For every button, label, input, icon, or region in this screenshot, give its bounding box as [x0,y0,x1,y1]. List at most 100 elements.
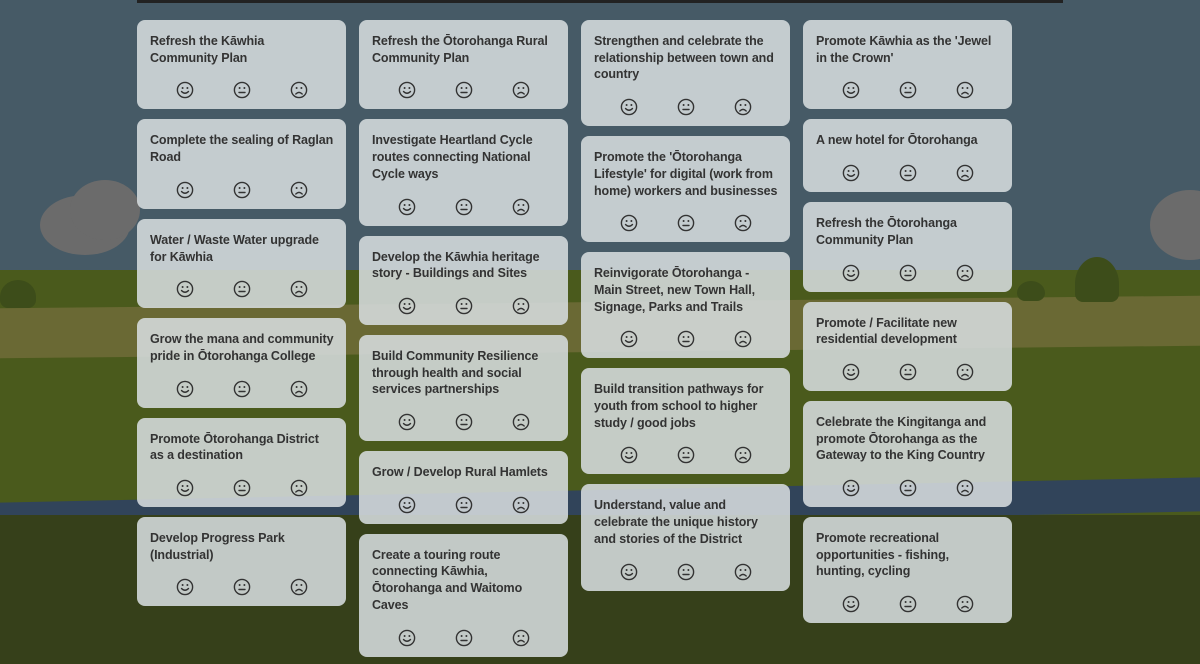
card-title: Promote / Facilitate new residential dev… [816,315,957,347]
smiley-sad-icon[interactable] [290,81,308,99]
smiley-neutral-icon[interactable] [233,81,251,99]
smiley-sad-icon[interactable] [956,264,974,282]
smiley-sad-icon[interactable] [290,578,308,596]
rating-buttons [372,481,556,514]
smiley-neutral-icon[interactable] [899,81,917,99]
card-title: Refresh the Ōtorohanga Rural Community P… [372,34,548,65]
smiley-sad-icon[interactable] [512,198,530,216]
rating-buttons [594,548,778,581]
smiley-sad-icon[interactable] [290,181,308,199]
smiley-happy-icon[interactable] [620,563,638,581]
smiley-happy-icon[interactable] [620,330,638,348]
priority-card: Refresh the Kāwhia Community Plan [137,20,346,110]
card-title: Develop the Kāwhia heritage story - Buil… [372,249,540,281]
smiley-neutral-icon[interactable] [899,479,917,497]
priority-card: Promote the 'Ōtorohanga Lifestyle' for d… [581,136,790,243]
rating-buttons [594,431,778,464]
smiley-sad-icon[interactable] [290,380,308,398]
smiley-happy-icon[interactable] [398,496,416,514]
smiley-neutral-icon[interactable] [455,81,473,99]
smiley-happy-icon[interactable] [620,214,638,232]
smiley-happy-icon[interactable] [842,363,860,381]
smiley-neutral-icon[interactable] [899,595,917,613]
card-title: A new hotel for Ōtorohanga [816,133,978,148]
smiley-sad-icon[interactable] [734,98,752,116]
smiley-sad-icon[interactable] [512,297,530,315]
smiley-neutral-icon[interactable] [677,214,695,232]
smiley-happy-icon[interactable] [842,479,860,497]
smiley-happy-icon[interactable] [176,578,194,596]
card-title: Investigate Heartland Cycle routes conne… [372,133,533,181]
smiley-neutral-icon[interactable] [677,446,695,464]
smiley-sad-icon[interactable] [290,280,308,298]
smiley-sad-icon[interactable] [956,595,974,613]
column: Promote Kāwhia as the 'Jewel in the Crow… [803,20,1012,657]
card-title: Grow the mana and community pride in Ōto… [150,332,334,363]
smiley-sad-icon[interactable] [512,81,530,99]
priority-card: Build Community Resilience through healt… [359,334,568,442]
smiley-neutral-icon[interactable] [233,479,251,497]
rating-buttons [150,464,334,497]
smiley-sad-icon[interactable] [956,164,974,182]
card-title: Understand, value and celebrate the uniq… [594,498,758,546]
smiley-neutral-icon[interactable] [233,380,251,398]
smiley-happy-icon[interactable] [398,198,416,216]
smiley-happy-icon[interactable] [620,446,638,464]
smiley-happy-icon[interactable] [620,98,638,116]
priority-card: Grow / Develop Rural Hamlets [359,451,568,524]
smiley-neutral-icon[interactable] [455,198,473,216]
rating-buttons [816,348,1000,381]
smiley-neutral-icon[interactable] [455,629,473,647]
smiley-happy-icon[interactable] [176,380,194,398]
priority-card: Refresh the Ōtorohanga Rural Community P… [359,20,568,110]
smiley-sad-icon[interactable] [734,446,752,464]
priority-card: Strengthen and celebrate the relationshi… [581,20,790,127]
priority-card: Promote / Facilitate new residential dev… [803,301,1012,391]
priority-card: Grow the mana and community pride in Ōto… [137,318,346,408]
smiley-happy-icon[interactable] [842,264,860,282]
rating-buttons [594,315,778,348]
smiley-sad-icon[interactable] [512,413,530,431]
priority-card: Water / Waste Water upgrade for Kāwhia [137,218,346,309]
smiley-happy-icon[interactable] [176,81,194,99]
rating-buttons [372,614,556,647]
smiley-neutral-icon[interactable] [455,496,473,514]
smiley-neutral-icon[interactable] [899,264,917,282]
smiley-happy-icon[interactable] [176,181,194,199]
priority-card: Understand, value and celebrate the uniq… [581,484,790,591]
rating-buttons [150,365,334,398]
smiley-neutral-icon[interactable] [455,413,473,431]
smiley-neutral-icon[interactable] [233,578,251,596]
smiley-sad-icon[interactable] [512,496,530,514]
smiley-happy-icon[interactable] [176,479,194,497]
smiley-neutral-icon[interactable] [677,330,695,348]
smiley-happy-icon[interactable] [842,164,860,182]
smiley-neutral-icon[interactable] [455,297,473,315]
smiley-sad-icon[interactable] [956,363,974,381]
smiley-happy-icon[interactable] [398,629,416,647]
smiley-neutral-icon[interactable] [233,280,251,298]
smiley-neutral-icon[interactable] [677,98,695,116]
smiley-sad-icon[interactable] [734,330,752,348]
priority-card: Complete the sealing of Raglan Road [137,119,346,209]
smiley-happy-icon[interactable] [398,413,416,431]
smiley-sad-icon[interactable] [734,563,752,581]
smiley-sad-icon[interactable] [512,629,530,647]
rating-buttons [594,83,778,116]
rating-buttons [816,149,1000,182]
smiley-sad-icon[interactable] [734,214,752,232]
smiley-sad-icon[interactable] [956,81,974,99]
smiley-neutral-icon[interactable] [899,164,917,182]
smiley-neutral-icon[interactable] [899,363,917,381]
priority-card: Promote recreational opportunities - fis… [803,517,1012,624]
smiley-happy-icon[interactable] [398,297,416,315]
smiley-neutral-icon[interactable] [233,181,251,199]
smiley-happy-icon[interactable] [398,81,416,99]
smiley-happy-icon[interactable] [842,595,860,613]
smiley-neutral-icon[interactable] [677,563,695,581]
smiley-happy-icon[interactable] [176,280,194,298]
smiley-happy-icon[interactable] [842,81,860,99]
smiley-sad-icon[interactable] [290,479,308,497]
rating-buttons [150,265,334,298]
smiley-sad-icon[interactable] [956,479,974,497]
